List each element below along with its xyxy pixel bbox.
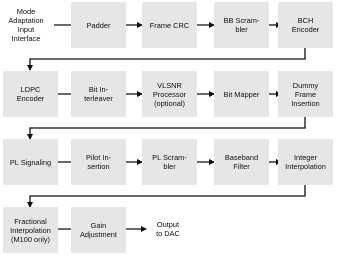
block-pilot-insertion: Pilot In- sertion bbox=[71, 139, 126, 185]
arrow-bch-to-ldpc bbox=[27, 48, 306, 71]
block-bit-interleaver: Bit In- terleaver bbox=[71, 71, 126, 117]
block-ldpc-encoder: LDPC Encoder bbox=[3, 71, 58, 117]
block-gain-adjustment: Gain Adjustment bbox=[71, 207, 126, 253]
block-pl-signaling: PL Signaling bbox=[3, 139, 58, 185]
block-bb-scrambler: BB Scram- bler bbox=[214, 2, 269, 48]
block-pl-scrambler: PL Scram- bler bbox=[142, 139, 197, 185]
output-label: Output to DAC bbox=[156, 220, 180, 238]
block-vlsnr-processor: VLSNR Processor (optional) bbox=[142, 71, 197, 117]
block-padder: Padder bbox=[71, 2, 126, 48]
arrow-dummy-frame-to-pl-signaling bbox=[27, 117, 306, 140]
block-integer-interpolation: Integer Interpolation bbox=[278, 139, 333, 185]
block-frame-crc: Frame CRC bbox=[142, 2, 197, 48]
arrow-integer-interpolation-to-fractional bbox=[27, 185, 306, 208]
block-baseband-filter: Baseband Filter bbox=[214, 139, 269, 185]
block-bch-encoder: BCH Encoder bbox=[278, 2, 333, 48]
block-dummy-frame-insertion: Dummy Frame Insertion bbox=[278, 71, 333, 117]
input-label: Mode Adaptation Input Interface bbox=[8, 7, 44, 43]
block-fractional-interpolation: Fractional Interpolation (M100 only) bbox=[3, 207, 58, 253]
block-bit-mapper: Bit Mapper bbox=[214, 71, 269, 117]
